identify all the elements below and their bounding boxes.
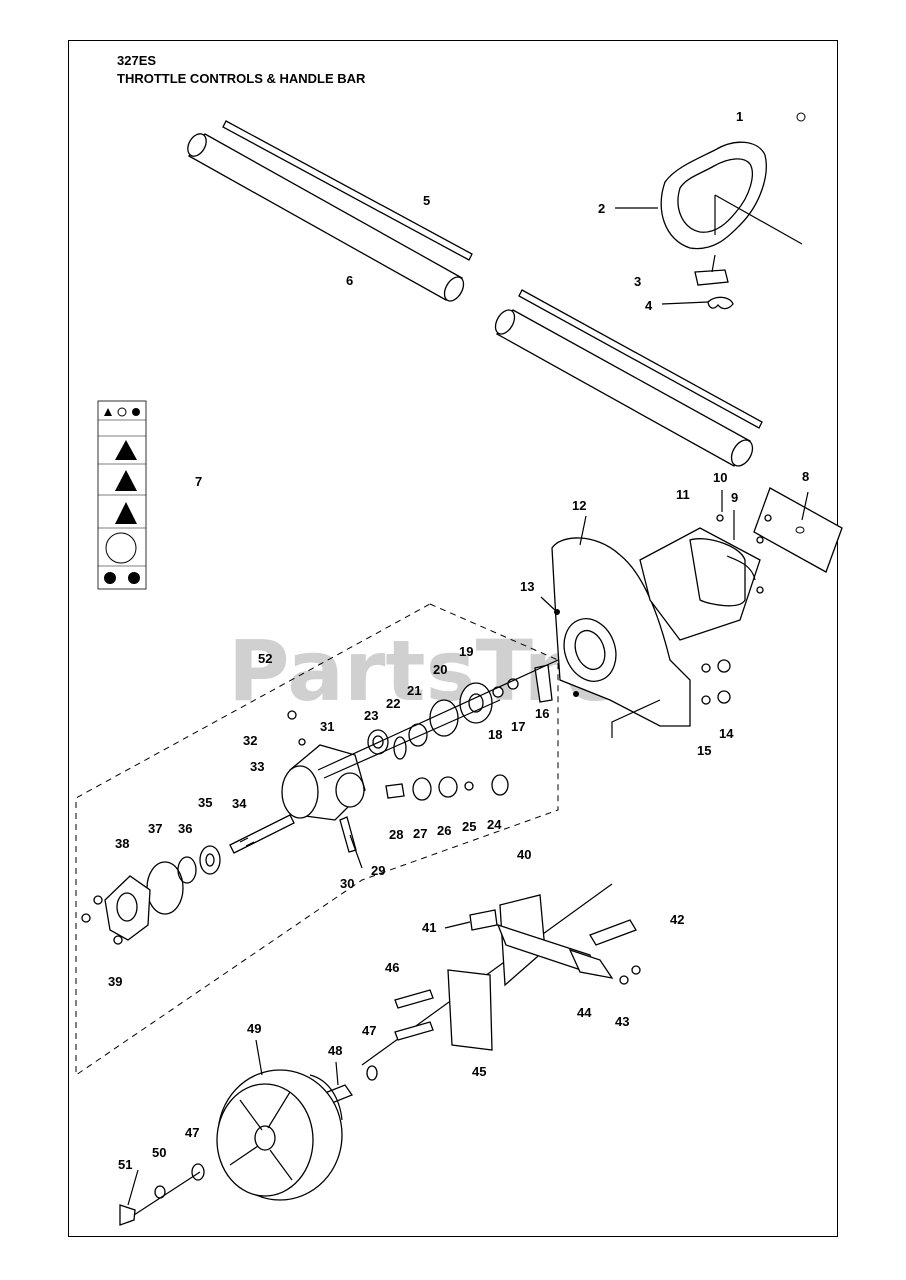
callout-33: 33 <box>250 759 264 774</box>
callout-44: 44 <box>577 1005 592 1020</box>
callout-21: 21 <box>407 683 421 698</box>
part-4-clip <box>707 296 734 310</box>
callout-17: 17 <box>511 719 525 734</box>
callout-1: 1 <box>736 109 743 124</box>
callout-42: 42 <box>670 912 684 927</box>
callout-20: 20 <box>433 662 447 677</box>
callout-9: 9 <box>731 490 738 505</box>
callout-37: 37 <box>148 821 162 836</box>
callout-39: 39 <box>108 974 122 989</box>
callout-5: 5 <box>423 193 430 208</box>
callout-35: 35 <box>198 795 212 810</box>
callout-10: 10 <box>713 470 727 485</box>
callout-47a: 47 <box>362 1023 376 1038</box>
circle-arrow-icon <box>796 112 806 122</box>
callout-36: 36 <box>178 821 192 836</box>
callout-numbers: 1 2 3 4 5 6 7 8 9 10 11 12 13 14 15 16 1… <box>108 109 809 1172</box>
callout-38: 38 <box>115 836 129 851</box>
callout-15: 15 <box>697 743 711 758</box>
part-38-39-cover <box>81 875 151 945</box>
callout-25: 25 <box>462 819 476 834</box>
callout-6: 6 <box>346 273 353 288</box>
callout-29: 29 <box>371 863 385 878</box>
model-number: 327ES <box>117 53 157 68</box>
callout-52: 52 <box>258 651 272 666</box>
callout-22: 22 <box>386 696 400 711</box>
part-6-tube <box>187 133 465 302</box>
callout-3: 3 <box>634 274 641 289</box>
part-29-30-bolt <box>339 816 363 869</box>
leader-lines <box>127 207 809 1206</box>
part-5-rod <box>222 120 473 261</box>
callout-18: 18 <box>488 727 502 742</box>
callout-46: 46 <box>385 960 399 975</box>
parts-40-45-bracket <box>361 883 641 1066</box>
diagram-title: THROTTLE CONTROLS & HANDLE BAR <box>117 71 366 86</box>
callout-14: 14 <box>719 726 734 741</box>
callout-19: 19 <box>459 644 473 659</box>
parts-24-28-washers <box>385 774 509 801</box>
part-34-35-shaft <box>229 814 295 854</box>
callout-45: 45 <box>472 1064 486 1079</box>
part-1-2-loop-handle <box>660 141 803 286</box>
callout-7: 7 <box>195 474 202 489</box>
callout-32: 32 <box>243 733 257 748</box>
callout-23: 23 <box>364 708 378 723</box>
part-8-strip <box>753 487 843 573</box>
callout-43: 43 <box>615 1014 629 1029</box>
callout-34: 34 <box>232 796 247 811</box>
callout-8: 8 <box>802 469 809 484</box>
callout-50: 50 <box>152 1145 166 1160</box>
callout-41: 41 <box>422 920 436 935</box>
callout-30: 30 <box>340 876 354 891</box>
part-tube-lower <box>494 289 763 467</box>
callout-24: 24 <box>487 817 502 832</box>
part-36-37-rings <box>146 845 221 915</box>
callout-2: 2 <box>598 201 605 216</box>
assembly-outline-dashed <box>75 603 559 1076</box>
callout-51: 51 <box>118 1157 132 1172</box>
callout-28: 28 <box>389 827 403 842</box>
part-12-housing <box>551 514 772 738</box>
callout-40: 40 <box>517 847 531 862</box>
callout-49: 49 <box>247 1021 261 1036</box>
diagram-frame <box>68 40 838 1237</box>
callout-13: 13 <box>520 579 534 594</box>
callout-48: 48 <box>328 1043 342 1058</box>
parts-50-51-wingnut <box>119 1163 205 1226</box>
callout-26: 26 <box>437 823 451 838</box>
callout-31: 31 <box>320 719 334 734</box>
part-31-gearhead <box>281 659 559 821</box>
callout-16: 16 <box>535 706 549 721</box>
part-49-wheel <box>216 1069 343 1201</box>
part-7-label-decal <box>97 400 147 590</box>
callout-11: 11 <box>676 487 690 502</box>
callout-47b: 47 <box>185 1125 199 1140</box>
callout-12: 12 <box>572 498 586 513</box>
callout-27: 27 <box>413 826 427 841</box>
callout-4: 4 <box>645 298 653 313</box>
